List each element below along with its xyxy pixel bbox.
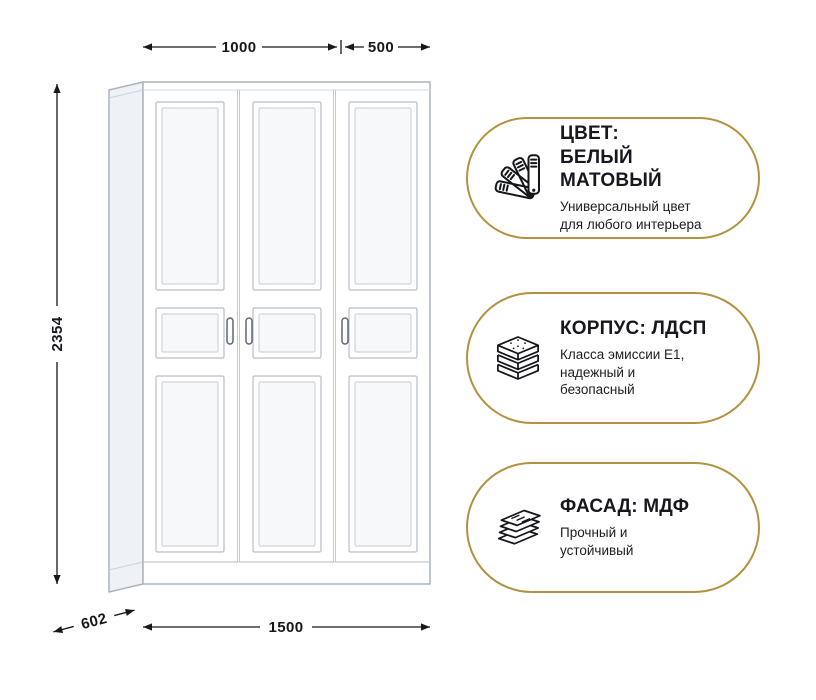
wardrobe-door-2	[252, 101, 322, 553]
mdf-sheets-icon	[490, 500, 546, 556]
badge-text: КОРПУС: ЛДСП Класса эмиссии Е1, надежный…	[560, 317, 734, 400]
badge-title: ЦВЕТ: БЕЛЫЙ МАТОВЫЙ	[560, 123, 662, 191]
chipboard-layers-icon	[497, 336, 539, 380]
badge-text: ЦВЕТ: БЕЛЫЙ МАТОВЫЙ Универсальный цвет д…	[560, 122, 734, 233]
dim-width-right: 500	[345, 39, 430, 56]
badge-text: ФАСАД: МДФ Прочный и устойчивый	[560, 495, 734, 560]
color-swatch-fan-icon	[494, 154, 541, 200]
dim-label-height: 2354	[49, 316, 66, 351]
wardrobe-door-1	[155, 101, 225, 553]
dim-width-total: 1500	[143, 619, 430, 636]
wardrobe-side-panel	[108, 81, 144, 593]
badge-title: КОРПУС: ЛДСП	[560, 317, 707, 339]
door-handles	[226, 317, 349, 345]
door-handle	[226, 317, 234, 345]
badge-subtitle: Прочный и устойчивый	[560, 525, 634, 559]
dim-label-depth: 602	[79, 610, 109, 633]
dim-depth: 602	[53, 608, 135, 633]
wardrobe-door-3	[348, 101, 418, 553]
wardrobe-diagram: 1000 500 2354 602 1500	[49, 39, 431, 636]
badge-subtitle: Класса эмиссии Е1, надежный и безопасный	[560, 346, 685, 398]
dim-label-width-right: 500	[368, 39, 394, 56]
door-handle	[245, 317, 253, 345]
door-handle	[341, 317, 349, 345]
mdf-sheets-icon	[497, 509, 541, 545]
feature-badge-color: ЦВЕТ: БЕЛЫЙ МАТОВЫЙ Универсальный цвет д…	[466, 117, 760, 239]
color-swatch-fan-icon	[490, 150, 546, 206]
dim-label-width-left: 1000	[222, 39, 257, 56]
badge-subtitle: Универсальный цвет для любого интерьера	[560, 198, 702, 232]
feature-badge-facade: ФАСАД: МДФ Прочный и устойчивый	[466, 462, 760, 593]
dim-label-width-total: 1500	[269, 619, 304, 636]
door-gaps	[237, 90, 336, 562]
chipboard-layers-icon	[490, 330, 546, 386]
dim-height: 2354	[49, 84, 66, 584]
feature-badge-body: КОРПУС: ЛДСП Класса эмиссии Е1, надежный…	[466, 292, 760, 424]
dim-width-left: 1000	[143, 39, 337, 56]
badge-title: ФАСАД: МДФ	[560, 496, 690, 518]
